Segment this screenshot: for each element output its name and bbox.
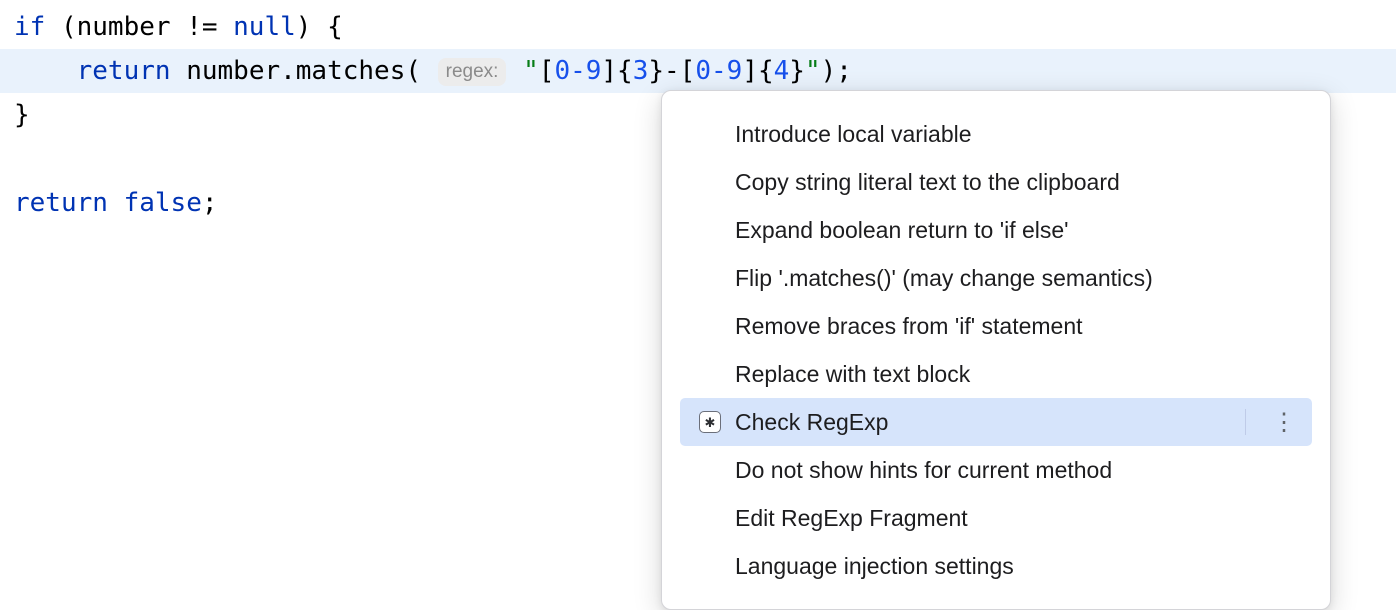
code-token: 3	[632, 56, 649, 86]
code-token: 4	[773, 56, 790, 86]
menu-item-language-injection-settings[interactable]: Language injection settings	[680, 542, 1312, 590]
code-token: "	[523, 56, 539, 86]
menu-item-label: Check RegExp	[735, 408, 889, 435]
code-token: 0-9	[554, 56, 602, 86]
code-token: return	[14, 188, 108, 218]
regexp-icon: ✱	[699, 411, 721, 433]
code-line[interactable]: if (number != null) {	[0, 5, 1396, 49]
menu-item-label: Do not show hints for current method	[735, 456, 1113, 483]
menu-item-check-regexp[interactable]: ✱ Check RegExp ⋮	[680, 398, 1312, 446]
more-options-icon[interactable]: ⋮	[1272, 408, 1296, 436]
code-token: );	[820, 56, 852, 86]
code-token: ) {	[295, 12, 343, 42]
menu-item-expand-boolean-return-to-if-else[interactable]: Expand boolean return to 'if else'	[680, 206, 1312, 254]
code-token: "	[804, 56, 821, 86]
code-token: 0-9	[695, 56, 743, 86]
menu-item-label: Edit RegExp Fragment	[735, 504, 968, 531]
menu-item-label: Language injection settings	[735, 552, 1014, 579]
code-editor[interactable]: if (number != null) { return number.matc…	[0, 0, 1396, 592]
code-line[interactable]: return number.matches( regex: "[0-9]{3}-…	[0, 49, 1396, 93]
code-lines: if (number != null) { return number.matc…	[0, 5, 1396, 225]
menu-item-label: Expand boolean return to 'if else'	[735, 216, 1069, 243]
menu-item-replace-with-text-block[interactable]: Replace with text block	[680, 350, 1312, 398]
menu-item-remove-braces-from-if-statement[interactable]: Remove braces from 'if' statement	[680, 302, 1312, 350]
code-token: ]{	[742, 56, 774, 86]
code-token: false	[123, 188, 202, 218]
menu-item-flip-matches-may-change-semantics[interactable]: Flip '.matches()' (may change semantics)	[680, 254, 1312, 302]
code-token: if	[14, 12, 46, 42]
code-line[interactable]: return false;	[0, 181, 1396, 225]
code-token: number.matches(	[170, 56, 437, 86]
code-token: }-[	[648, 56, 696, 86]
menu-item-do-not-show-hints-for-current-method[interactable]: Do not show hints for current method	[680, 446, 1312, 494]
menu-item-label: Remove braces from 'if' statement	[735, 312, 1083, 339]
code-token: ;	[201, 188, 218, 218]
code-token: ]{	[601, 56, 633, 86]
code-token	[507, 56, 523, 86]
inlay-hint-regex[interactable]: regex:	[437, 58, 507, 86]
code-token: null	[233, 12, 296, 42]
code-line[interactable]: }	[0, 93, 1396, 137]
menu-item-label: Copy string literal text to the clipboar…	[735, 168, 1120, 195]
code-token: }	[789, 56, 805, 86]
code-token: return	[76, 56, 171, 86]
code-token: }	[14, 100, 30, 130]
menu-item-label: Flip '.matches()' (may change semantics)	[735, 264, 1153, 291]
menu-item-edit-regexp-fragment[interactable]: Edit RegExp Fragment	[680, 494, 1312, 542]
menu-item-copy-string-literal-text-to-the-clipboard[interactable]: Copy string literal text to the clipboar…	[680, 158, 1312, 206]
menu-item-introduce-local-variable[interactable]: Introduce local variable	[680, 110, 1312, 158]
menu-item-separator	[1245, 409, 1246, 435]
code-token: (number !=	[45, 12, 234, 42]
code-token: [	[538, 56, 555, 86]
menu-item-label: Replace with text block	[735, 360, 971, 387]
code-token	[108, 188, 124, 218]
code-token	[14, 56, 77, 86]
menu-item-label: Introduce local variable	[735, 120, 972, 147]
